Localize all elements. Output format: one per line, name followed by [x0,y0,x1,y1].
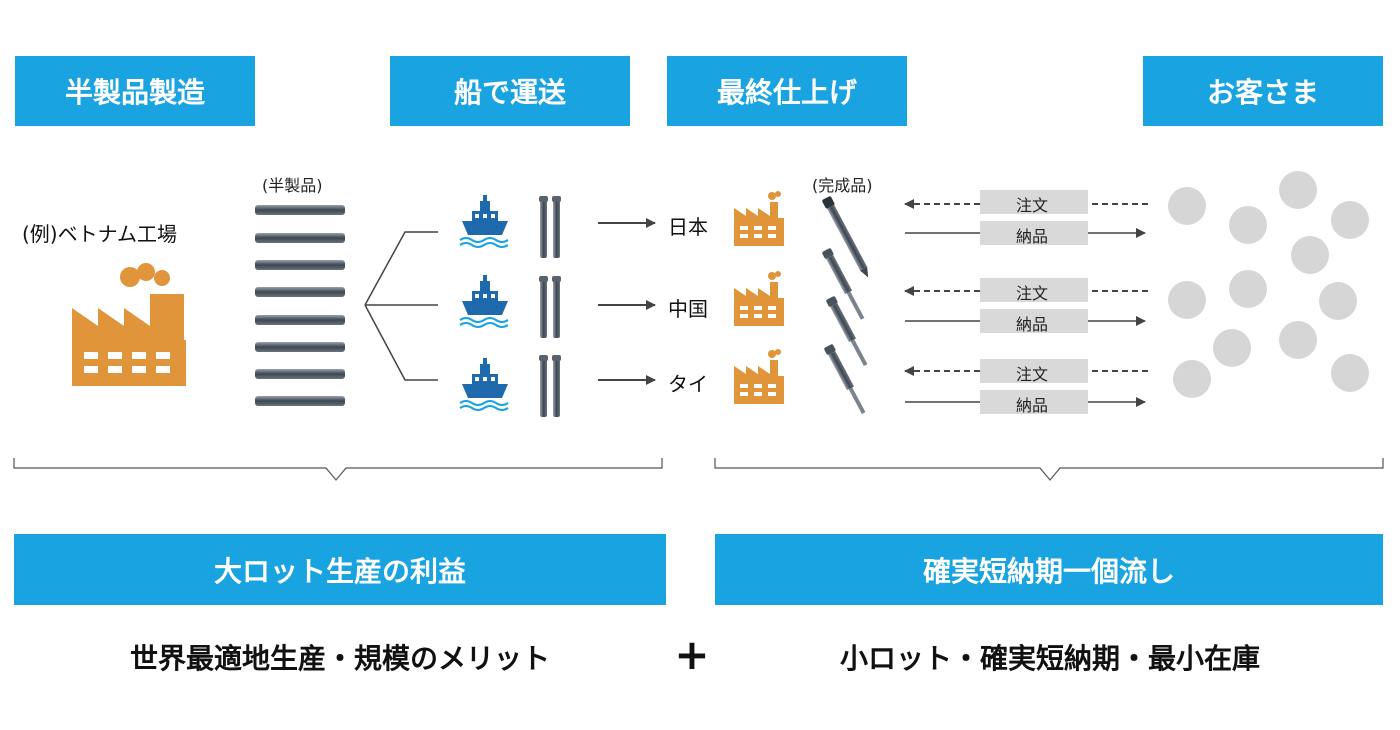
delivery-tag: 納品 [1016,227,1049,246]
finished-product-label: (完成品) [812,176,873,195]
pin-pair-icon [539,355,561,417]
factory-icon [734,271,784,326]
pin-pair-icon [539,196,561,258]
pin-pair-icon [539,276,561,338]
header-final-finish: 最終仕上げ [667,56,907,126]
factory-icon [734,191,784,246]
header-customers: お客さま [1143,56,1383,126]
ship-icon [459,194,509,248]
header-ship-transport: 船で運送 [390,56,630,126]
delivery-tag: 納品 [1016,396,1049,415]
big-factory-icon [72,263,186,386]
order-tag: 注文 [1016,284,1049,303]
factory-icon [734,349,784,404]
example-factory-label: (例)ベトナム工場 [22,222,178,246]
summary-left: 世界最適地生産・規模のメリット [129,642,550,675]
plus-sign: + [674,630,710,679]
summary-right: 小ロット・確実短納期・最小在庫 [839,642,1260,675]
destination-japan: 日本 [668,215,708,239]
semi-product-label: (半製品) [262,176,323,195]
semi-product-rods [255,205,345,406]
ship-icon [459,274,509,328]
brackets [13,458,1384,481]
customer-circles [1168,171,1369,398]
destination-thailand: タイ [668,372,708,396]
delivery-tag: 納品 [1016,315,1049,334]
ship-icon [459,357,509,411]
order-tag: 注文 [1016,196,1049,215]
order-delivery-flows [904,190,1148,414]
band-large-lot: 大ロット生産の利益 [14,534,666,605]
band-one-piece-flow: 確実短納期一個流し [715,534,1383,605]
destination-china: 中国 [668,297,708,321]
branch-lines [364,231,438,381]
header-semi-manufacture: 半製品製造 [15,56,255,126]
order-tag: 注文 [1016,365,1049,384]
destination-arrows [598,218,656,385]
finished-product-punches [822,196,869,415]
